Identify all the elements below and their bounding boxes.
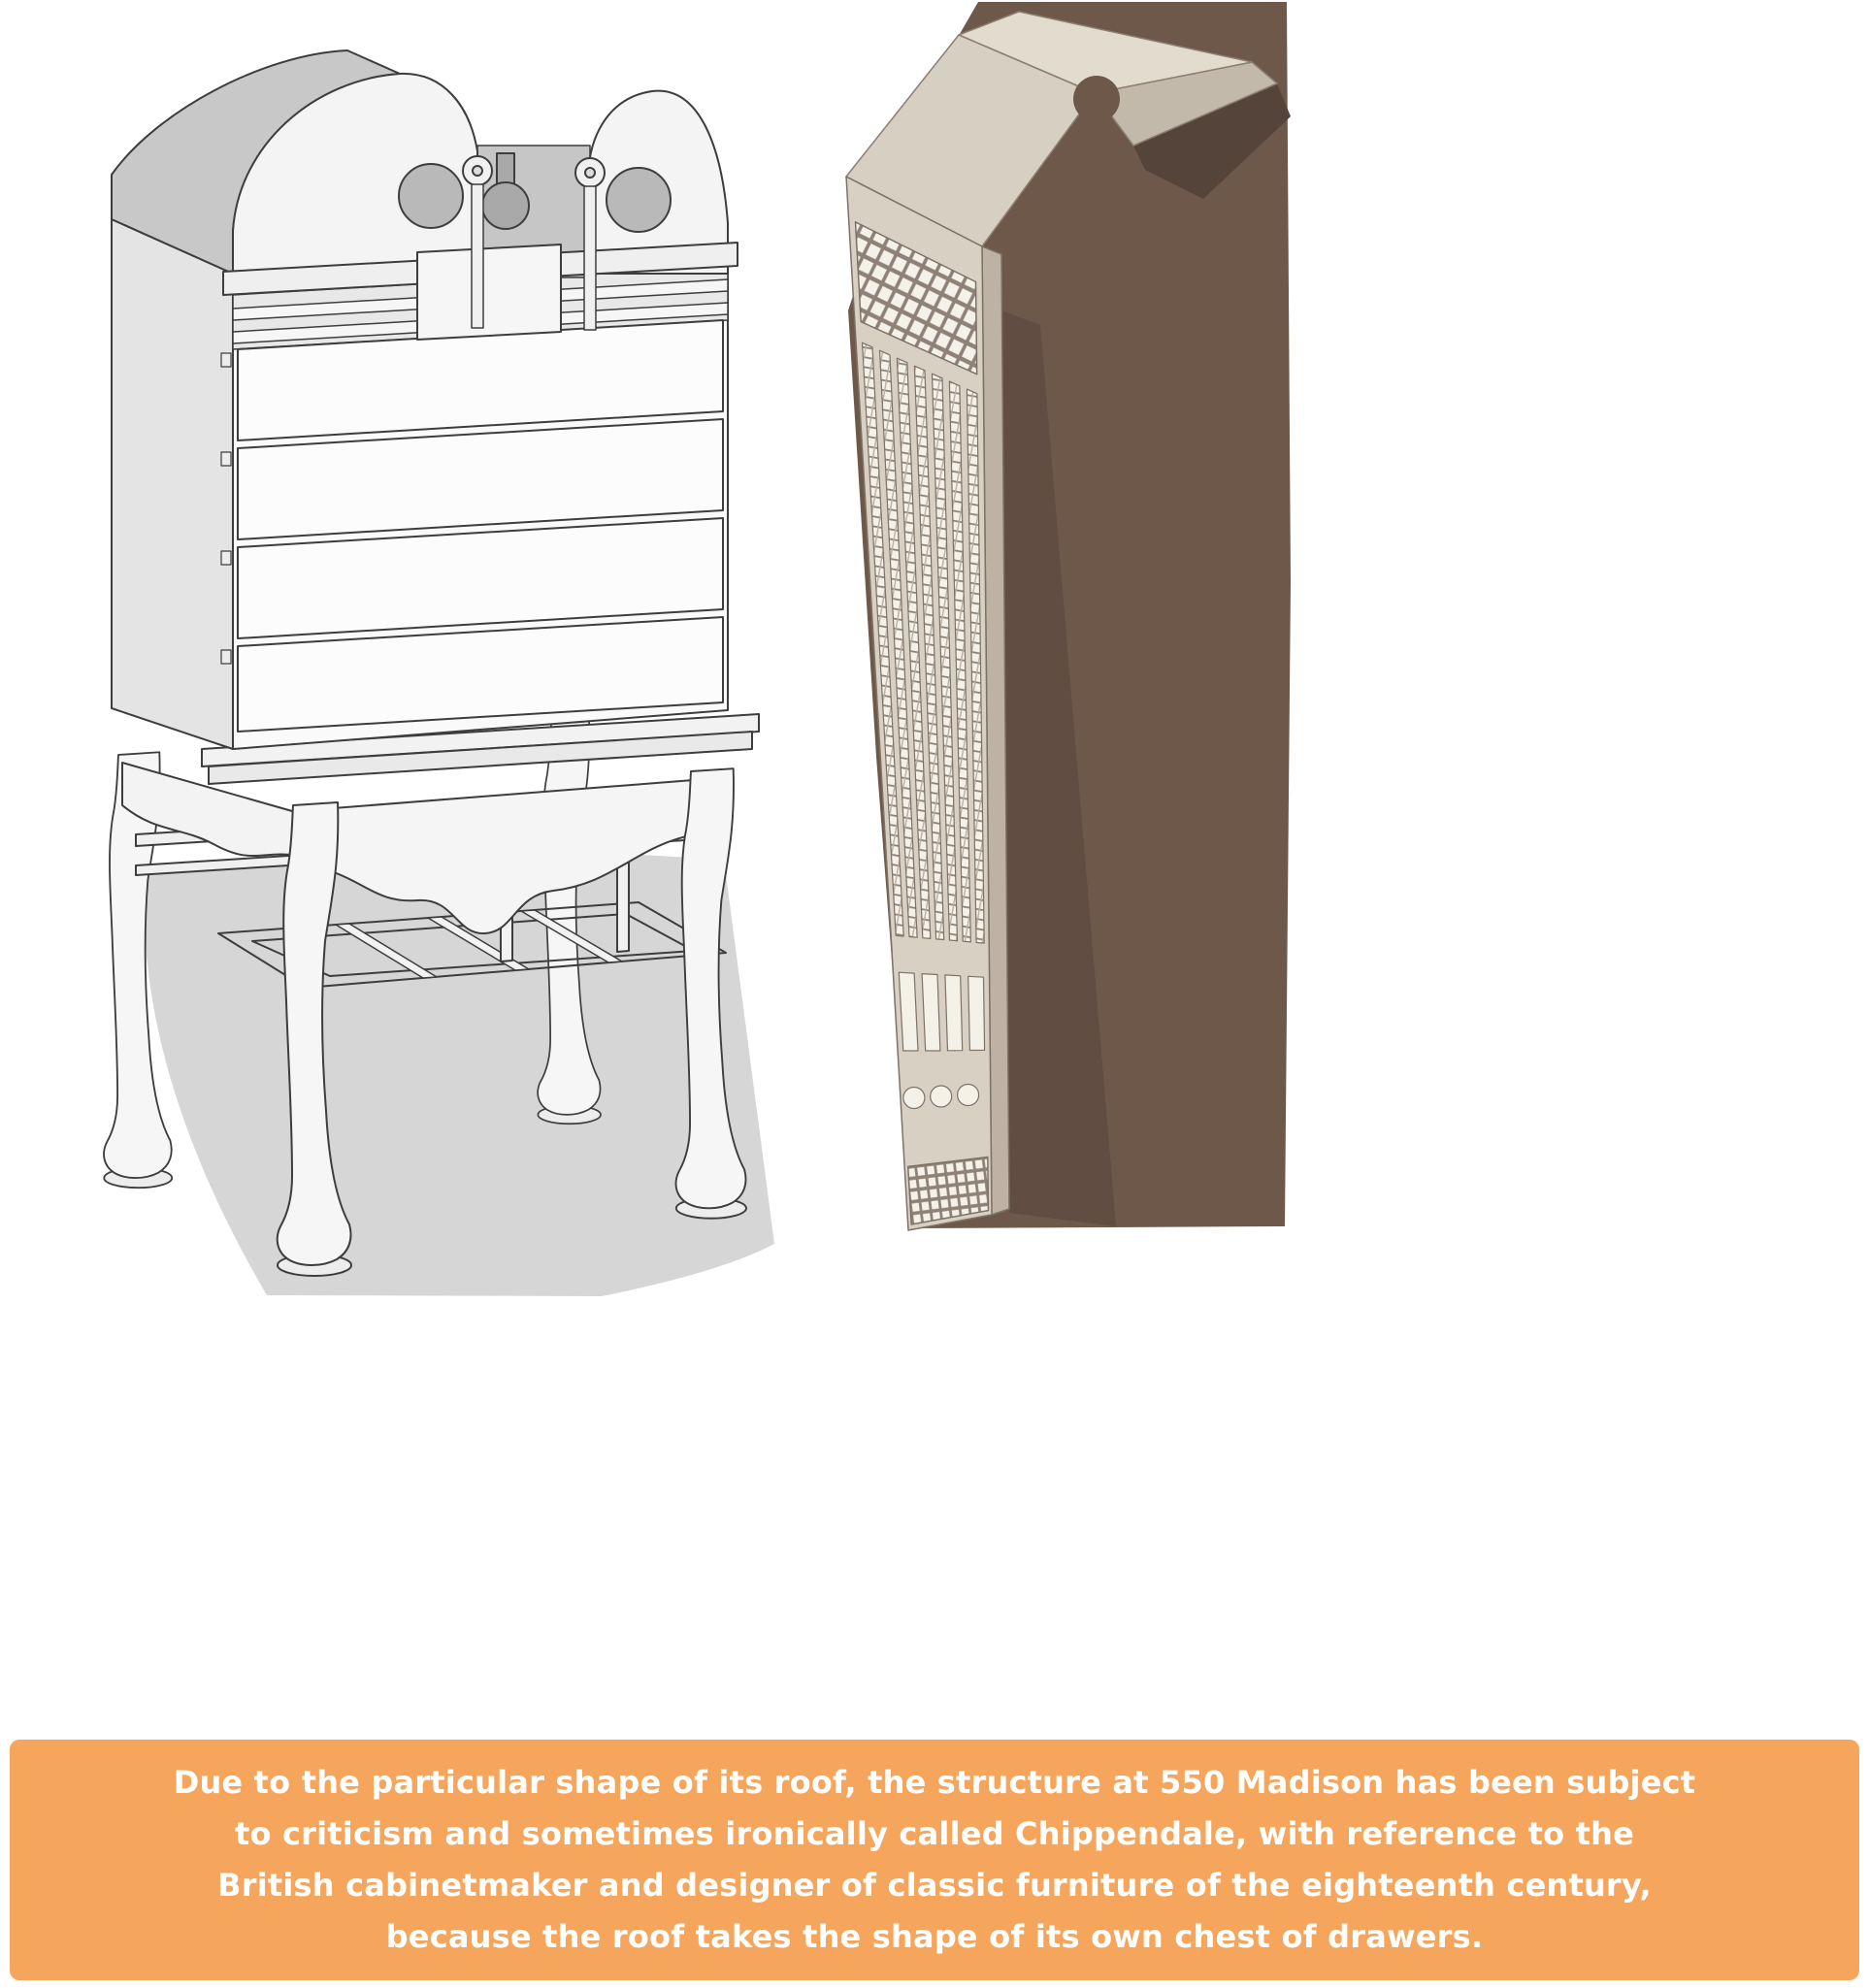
caption-line-1: Due to the particular shape of its roof,… (173, 1764, 1696, 1802)
pediment-post (471, 183, 484, 329)
roof-underside-shadow (1133, 83, 1291, 199)
stand-side-apron (121, 762, 300, 858)
highboy-pediment (111, 49, 738, 341)
tower (845, 176, 1010, 1231)
stand-top-molding (201, 713, 760, 767)
roof-notch (1073, 76, 1120, 122)
highboy-stand (103, 713, 760, 1277)
pediment-cutout-circle (606, 167, 672, 233)
caption-banner: Due to the particular shape of its roof,… (10, 1740, 1859, 1980)
caption-line-3: British cabinetmaker and designer of cla… (217, 1867, 1652, 1904)
stand-top-molding (208, 731, 753, 785)
roof-pediment (845, 11, 1291, 247)
pediment-cutout-circle (398, 163, 464, 229)
oculus-windows (902, 1083, 980, 1110)
scroll-volutes (462, 155, 606, 188)
caption-line-2: to criticism and sometimes ironically ca… (234, 1815, 1635, 1853)
stand-front-apron (295, 777, 719, 935)
figure-550-madison (825, 0, 1300, 1234)
case-side-panel (111, 218, 234, 750)
stand-shelf-frame (217, 901, 727, 989)
drawer (237, 418, 724, 540)
tower-shadow (1001, 310, 1116, 1226)
entrance-grid (906, 1156, 990, 1225)
figure-chippendale-highboy (97, 29, 776, 1300)
drawer (237, 616, 724, 733)
caption-line-4: because the roof takes the shape of its … (385, 1917, 1484, 1955)
drawer (237, 517, 724, 639)
chippendale-highboy-sketch (103, 49, 775, 1296)
keyhole-cutout (481, 152, 530, 230)
550-madison-building-illustration (845, 2, 1291, 1231)
pediment-plinth (416, 244, 562, 341)
drawer-stops (220, 352, 232, 665)
base-windows (898, 971, 986, 1052)
window-stripes (861, 342, 985, 944)
highboy-upper-case (111, 218, 729, 750)
crown-windows (854, 221, 978, 375)
caption-text: Due to the particular shape of its roof,… (174, 1757, 1696, 1962)
pediment-post (583, 185, 597, 331)
